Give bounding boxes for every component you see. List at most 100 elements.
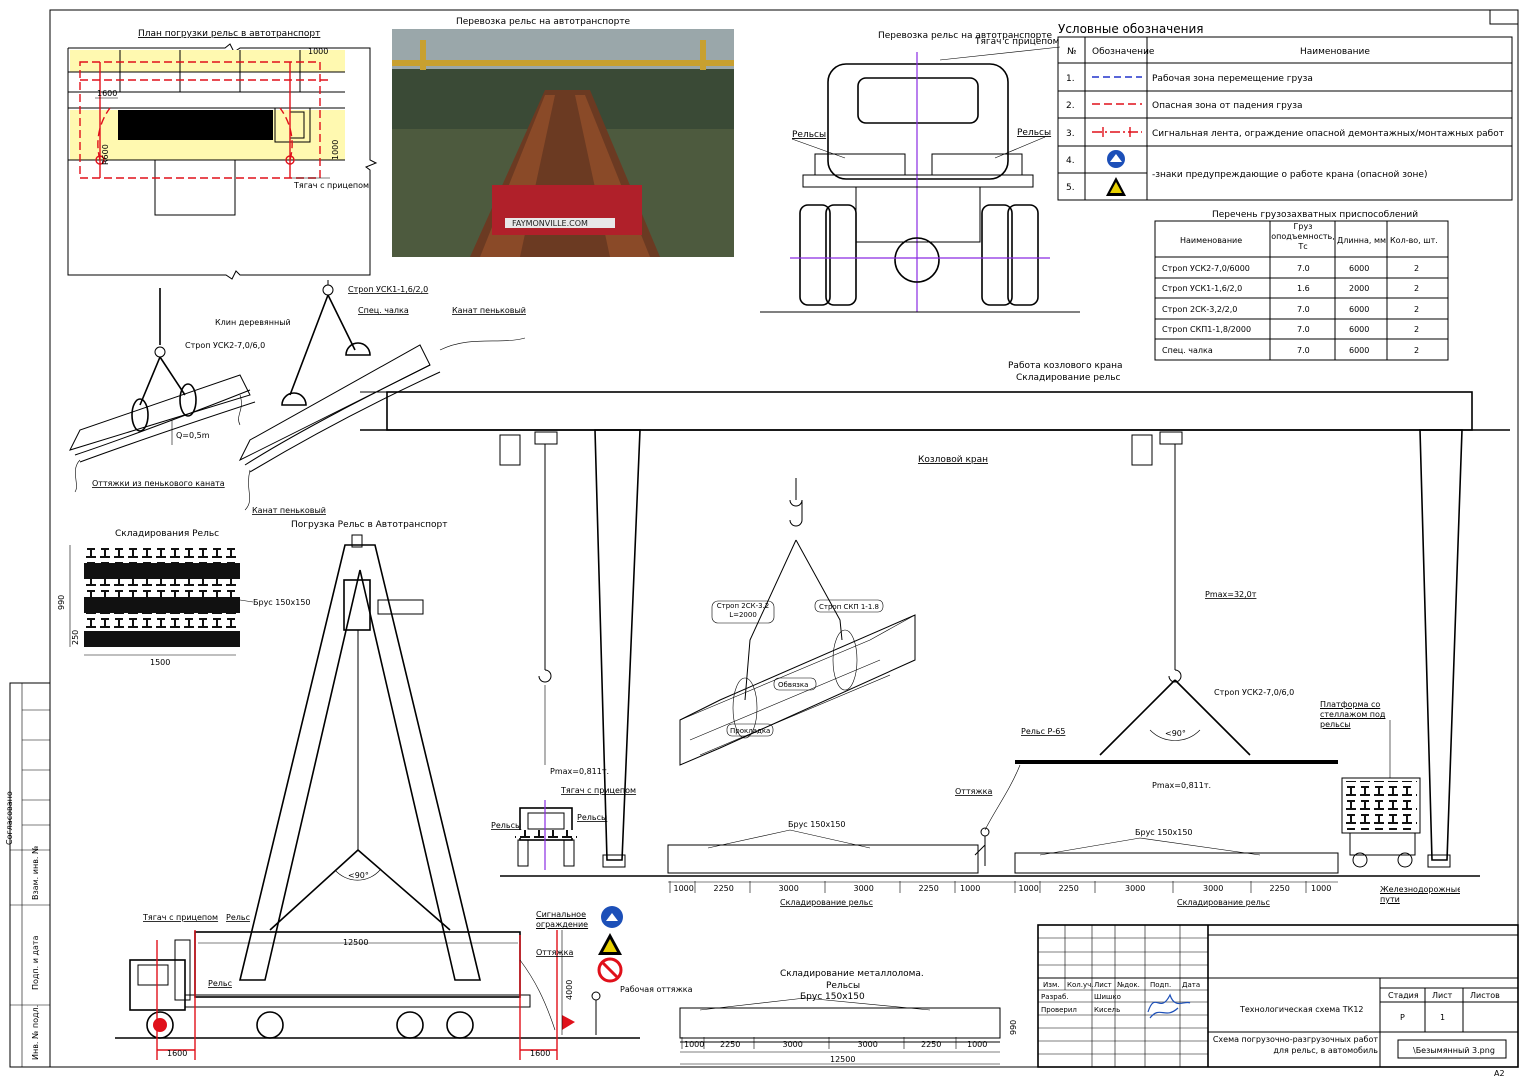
tb-lists-h: Листов xyxy=(1470,991,1500,1000)
slings-cell: 6000 xyxy=(1349,264,1369,273)
tb-prov-name: Кисель xyxy=(1094,1006,1120,1014)
tb-file: \Безымянный 3.png xyxy=(1413,1046,1495,1055)
slings-h-qty: Кол-во, шт. xyxy=(1390,236,1438,245)
legend-h-name: Наименование xyxy=(1300,47,1370,57)
loading-dim-r: 1600 xyxy=(530,1049,550,1058)
crane-beam1: Брус 150х150 xyxy=(788,820,846,829)
slings-cell: Строп СКП1-1,8/2000 xyxy=(1162,325,1251,334)
slings-cell: 2 xyxy=(1414,325,1419,334)
loading-fence: Сигнальное ограждение xyxy=(536,910,589,929)
dimension-label: 1000 xyxy=(1019,884,1039,893)
crane-subtitle: Складирование рельс xyxy=(1016,373,1121,383)
dimension-label: 3000 xyxy=(854,884,874,893)
loading-height: 4000 xyxy=(565,980,574,1000)
truck-front-tractor: Тягач с прицепом xyxy=(974,37,1059,47)
crane-rail-type: Рельс Р-65 xyxy=(1021,727,1065,736)
title-block: Изм. Кол.уч. Лист №док. Подп. Дата Разра… xyxy=(1037,924,1519,1068)
loading-rails1: Рельс xyxy=(226,913,250,922)
crane-name: Козловой кран xyxy=(918,455,988,465)
slings-h-name: Наименование xyxy=(1180,236,1242,245)
rail-bundle: Строп 2СК-3.2 L=2000 Строп СКП 1-1.8 Обв… xyxy=(679,478,916,766)
stamp-inv: Инв. № подл. xyxy=(31,1005,40,1060)
rigging-spec: Спец. чалка xyxy=(358,306,409,315)
photo-brand: FAYMONVILLE.COM xyxy=(512,219,588,228)
bundle-pad: Прокладка xyxy=(730,727,770,735)
legend-n1: 1. xyxy=(1066,74,1075,84)
crane-title: Работа козлового крана xyxy=(1008,361,1123,371)
scrap-beam: Брус 150х150 xyxy=(800,992,865,1002)
signature-1 xyxy=(1147,993,1191,1013)
gantry-crane: Работа козлового крана Складирование рел… xyxy=(360,361,1510,907)
tb-razrab: Разраб. xyxy=(1041,993,1069,1001)
slings-h-length: Длинна, мм xyxy=(1337,236,1386,245)
dimension-label: 3000 xyxy=(1125,884,1145,893)
loading-dim-l: 1600 xyxy=(167,1049,187,1058)
stamp-vzam: Взам. инв. № xyxy=(31,845,40,900)
tb-stage: Р xyxy=(1400,1013,1405,1022)
crane-pmax-right: Pmax=0,811т. xyxy=(1152,781,1211,790)
crane-truck-rails-r: Рельсы xyxy=(577,813,607,822)
loading-guy: Оттяжка xyxy=(536,948,573,957)
crane-angle: <90° xyxy=(1165,729,1186,738)
dimension-label: 2250 xyxy=(919,884,939,893)
legend-row3-text: Сигнальная лента, ограждение опасной дем… xyxy=(1152,129,1504,139)
loading-worker: Рабочая оттяжка xyxy=(620,985,693,994)
loading-title: Погрузка Рельс в Автотранспорт xyxy=(291,520,448,530)
slings-cell: Спец. чалка xyxy=(1162,346,1213,355)
dimension-label: 1000 xyxy=(1311,884,1331,893)
dimension-label: 1000 xyxy=(967,1040,987,1049)
loading-angle: <90° xyxy=(348,871,369,880)
stamp-soglasovano: Согласовано xyxy=(5,791,14,845)
legend-n4: 4. xyxy=(1066,156,1075,166)
slings-cell: 2000 xyxy=(1349,284,1369,293)
sheet-format: A2 xyxy=(1494,1069,1505,1078)
tb-razrab-name: Шишко xyxy=(1094,993,1121,1001)
tb-col-izm: Изм. xyxy=(1043,981,1059,989)
stack-width: 1500 xyxy=(150,658,170,667)
legend-n5: 5. xyxy=(1066,183,1075,193)
scrap-title: Складирование металлолома. xyxy=(780,969,924,979)
legend-h-num: № xyxy=(1067,47,1076,57)
rigging-guys: Оттяжки из пенькового каната xyxy=(92,479,225,488)
sheet-frame xyxy=(49,9,1519,1068)
crane-pmax-main: Pmax=32,0т xyxy=(1205,590,1257,599)
scrap-rails: Рельсы xyxy=(826,981,860,991)
slings-cell: 2 xyxy=(1414,305,1419,314)
legend-signs-text: -знаки предупреждающие о работе крана (о… xyxy=(1152,170,1427,180)
stamp-podp: Подп. и дата xyxy=(31,935,40,990)
rigging-sling1: Строп УСК2-7,0/6,0 xyxy=(185,341,265,350)
rigging-rope2: Канат пеньковый xyxy=(252,506,326,515)
crane-truck: Тягач с прицепом Рельсы Рельсы xyxy=(491,786,636,870)
crane-pmax-left: Pmax=0,811т. xyxy=(550,767,609,776)
scrap-total: 12500 xyxy=(830,1055,855,1064)
legend-n3: 3. xyxy=(1066,129,1075,139)
dimension-label: 1000 xyxy=(684,1040,704,1049)
slings-cell: 2 xyxy=(1414,346,1419,355)
slings-cell: 6000 xyxy=(1349,346,1369,355)
tb-list-h: Лист xyxy=(1432,991,1453,1000)
rigging-sling2: Строп УСК1-1,6/2,0 xyxy=(348,285,428,294)
slings-cell: 7.0 xyxy=(1297,346,1310,355)
bundle-tie: Обвязка xyxy=(778,681,808,689)
truck-front-rails-left: Рельсы xyxy=(792,130,826,140)
slings-cell: 7.0 xyxy=(1297,305,1310,314)
dimension-label: 2250 xyxy=(720,1040,740,1049)
tb-col-ndok: №док. xyxy=(1117,981,1140,989)
tb-stage-h: Стадия xyxy=(1388,991,1419,1000)
legend-n2: 2. xyxy=(1066,101,1075,111)
dimension-label: 1000 xyxy=(960,884,980,893)
legend-table: Условные обозначения № Обозначение Наиме… xyxy=(1057,22,1513,201)
bundle-sling-a: Строп 2СК-3.2 L=2000 xyxy=(716,602,770,619)
dimension-label: 3000 xyxy=(779,884,799,893)
loading-length: 12500 xyxy=(343,938,368,947)
crane-storage2: Складирование рельс xyxy=(1177,898,1270,907)
rail-stack: Складирования Рельс 990 1500 Брус 150х15… xyxy=(57,529,311,667)
crane-guy: Оттяжка xyxy=(955,787,992,796)
loading-tower: Погрузка Рельс в Автотранспорт <90° 1250… xyxy=(115,520,693,1060)
slings-cell: 2 xyxy=(1414,284,1419,293)
scrap-storage: Складирование металлолома. Рельсы Брус 1… xyxy=(679,969,1018,1065)
plan-dim-1000-b: 1000 xyxy=(331,140,340,160)
tb-desc: Схема погрузочно-разгрузочных работ для … xyxy=(1212,1035,1378,1055)
slings-table: Перечень грузозахватных приспособлений Н… xyxy=(1154,210,1449,361)
tb-col-date: Дата xyxy=(1182,981,1200,989)
